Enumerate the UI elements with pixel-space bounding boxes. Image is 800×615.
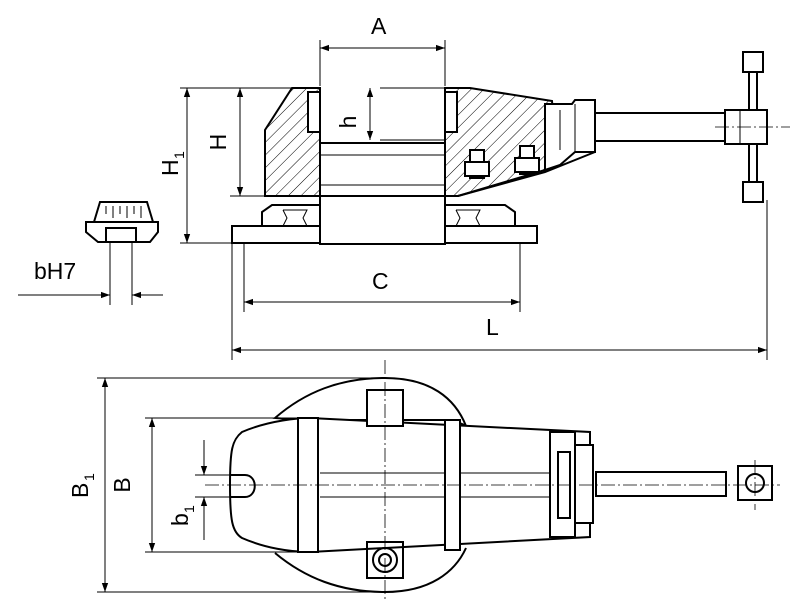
svg-text:b: b	[167, 513, 193, 526]
spindle-housing	[544, 99, 596, 172]
label-B1: B 1	[67, 473, 97, 498]
label-b1: b 1	[167, 505, 197, 526]
central-body	[319, 195, 446, 245]
dimension-labels: A h H H 1 C L bH7 B 1 B b 1	[34, 13, 499, 526]
spindle	[594, 112, 726, 142]
svg-text:1: 1	[181, 505, 197, 513]
left-foot	[261, 204, 321, 227]
label-H1: H 1	[157, 151, 187, 176]
label-h: h	[335, 116, 361, 129]
label-H: H	[205, 134, 231, 151]
label-bH7: bH7	[34, 258, 76, 284]
dimension-lines	[18, 40, 768, 593]
svg-text:1: 1	[171, 151, 187, 159]
right-foot	[444, 204, 516, 227]
guide-block	[319, 142, 446, 197]
moving-jaw	[444, 87, 558, 197]
side-view	[231, 51, 790, 245]
plan-spindle	[595, 471, 727, 497]
svg-text:B: B	[67, 483, 93, 498]
label-B: B	[109, 477, 135, 492]
handle-knob-top	[742, 51, 764, 73]
t-nut-detail	[85, 201, 159, 305]
label-A: A	[371, 13, 387, 39]
plan-view	[205, 360, 780, 600]
label-L: L	[486, 314, 499, 340]
label-C: C	[372, 268, 389, 294]
svg-text:1: 1	[81, 473, 97, 481]
svg-text:H: H	[157, 159, 183, 176]
handle-knob-bottom	[742, 181, 764, 203]
